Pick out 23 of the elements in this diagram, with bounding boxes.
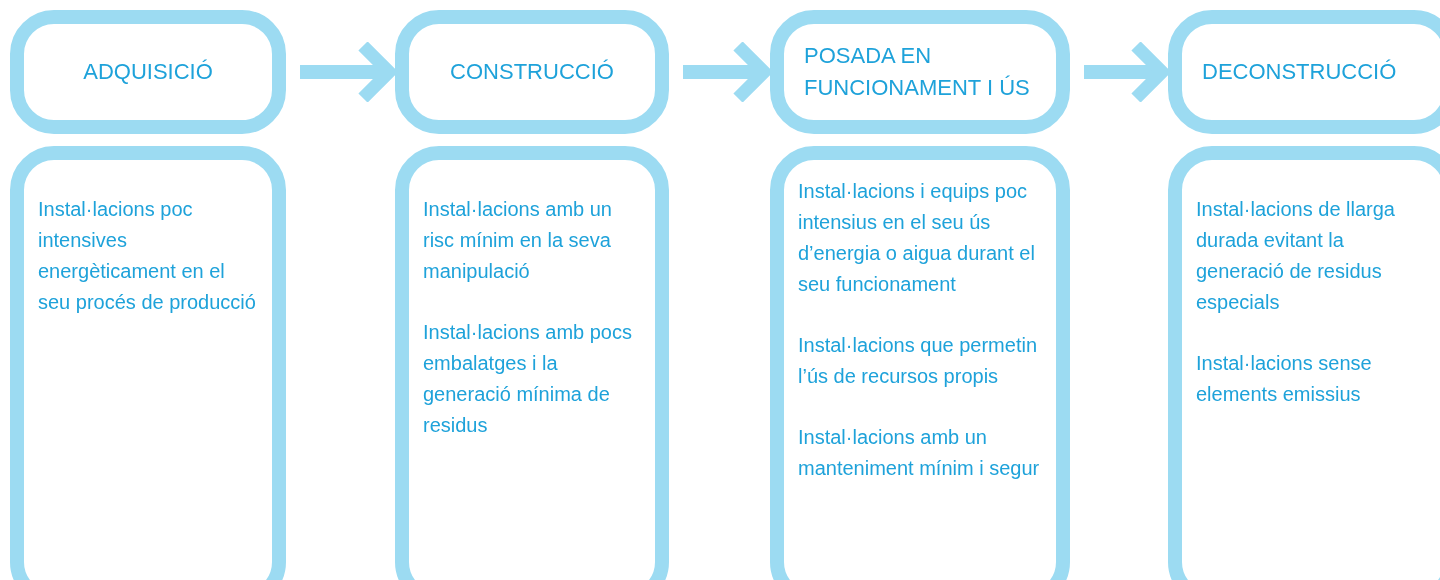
arrow xyxy=(300,39,396,105)
description-box xyxy=(770,146,1070,580)
description-text: Instal·lacions i equips poc intensius en el seu ús d’energia o aigua durant el seu funcionament xyxy=(798,179,1036,297)
stage-title: ADQUISICIÓ xyxy=(82,58,214,86)
stage-title: CONSTRUCCIÓ xyxy=(449,58,615,86)
arrow xyxy=(683,39,771,105)
description-text: Instal·lacions sense elements emissius xyxy=(1196,351,1373,407)
stage-header-box xyxy=(10,10,286,134)
stage-header-box xyxy=(1168,10,1440,134)
description-text: Instal·lacions amb un manteniment mínim i segur xyxy=(798,425,1041,481)
description-box xyxy=(395,146,669,580)
description-box xyxy=(1168,146,1440,580)
arrow xyxy=(1084,39,1169,105)
description-box xyxy=(10,146,286,580)
stage-header-box xyxy=(770,10,1070,134)
stage-title: DECONSTRUCCIÓ xyxy=(1202,58,1398,86)
stage-title: POSADA EN FUNCIONAMENT I ÚS xyxy=(804,42,1031,102)
stage-header-box xyxy=(395,10,669,134)
description-text: Instal·lacions amb pocs embalatges i la generació mínima de residus xyxy=(423,320,633,438)
description-text: Instal·lacions de llarga durada evitant la generació de residus especials xyxy=(1196,197,1396,315)
description-text: Instal·lacions que permetin l’ús de recursos propis xyxy=(798,333,1038,389)
description-text: Instal·lacions amb un risc mínim en la seva manipulació xyxy=(423,197,613,284)
description-text: Instal·lacions poc intensives energèticament en el seu procés de producció xyxy=(38,197,257,315)
